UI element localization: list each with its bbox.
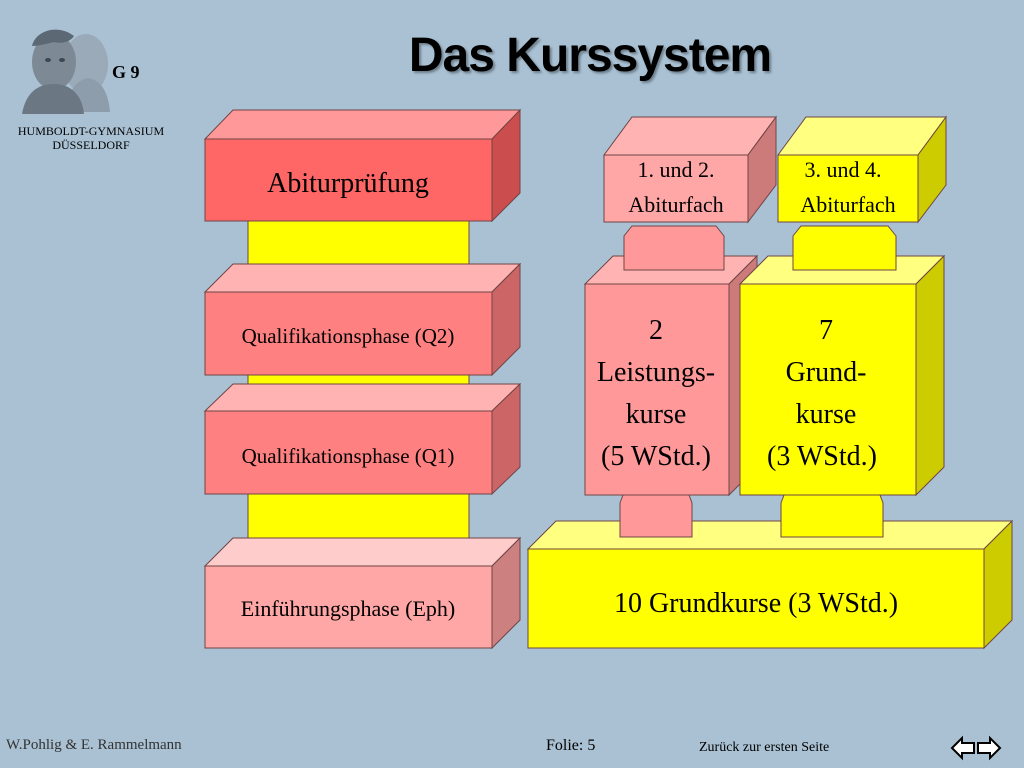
abiturfach-3-4-box xyxy=(777,115,947,224)
ab34-label-line2: Abiturfach xyxy=(800,192,895,217)
gk-label-line3: kurse xyxy=(796,399,857,430)
abitur-label: Abiturprüfung xyxy=(267,168,429,199)
lk-label-line3: kurse xyxy=(626,399,687,430)
ab12-label-line2: Abiturfach xyxy=(628,192,723,217)
q1-label: Qualifikationsphase (Q1) xyxy=(242,444,455,468)
grade-badge: G 9 xyxy=(112,62,140,82)
base-label: 10 Grundkurse (3 WStd.) xyxy=(614,588,898,619)
gk-base-connector xyxy=(780,494,884,538)
school-name-line1: HUMBOLDT-GYMNASIUM xyxy=(17,124,165,138)
footer-authors: W.Pohlig & E. Rammelmann xyxy=(6,737,182,753)
abiturfach-1-2-box xyxy=(603,115,777,224)
q2-box xyxy=(203,262,522,377)
slide-number: Folie: 5 xyxy=(546,737,596,754)
back-to-start-link[interactable]: Zurück zur ersten Seite xyxy=(699,740,830,755)
ab34-label-line1: 3. und 4. xyxy=(805,157,882,182)
lk-label-line4: (5 WStd.) xyxy=(601,441,711,472)
lk-label-line1: 2 xyxy=(649,315,663,346)
ab12-connector xyxy=(623,225,725,271)
school-name: HUMBOLDT-GYMNASIUM DÜSSELDORF xyxy=(8,124,174,152)
humboldt-portrait-logo xyxy=(18,22,112,114)
grundkurse-box xyxy=(738,254,946,497)
page-title: Das Kurssystem xyxy=(408,29,772,82)
ab12-label-line1: 1. und 2. xyxy=(638,157,715,182)
eph-label: Einführungsphase (Eph) xyxy=(241,596,455,621)
base-grundkurse-box xyxy=(526,519,1014,650)
navigation-arrows[interactable] xyxy=(950,733,1002,763)
gk-label-line1: 7 xyxy=(819,315,833,346)
gk-label-line4: (3 WStd.) xyxy=(767,441,877,472)
q1-box xyxy=(203,382,522,496)
gk-label-line2: Grund- xyxy=(786,357,867,388)
arrow-left-icon[interactable] xyxy=(950,735,975,761)
lk-label-line2: Leistungs- xyxy=(597,357,715,388)
eph-box xyxy=(203,536,522,650)
school-name-line2: DÜSSELDORF xyxy=(52,138,130,152)
lk-base-connector xyxy=(619,494,693,538)
ab34-connector xyxy=(792,225,897,271)
q2-label: Qualifikationsphase (Q2) xyxy=(242,324,455,348)
abitur-box xyxy=(203,108,522,223)
arrow-right-icon[interactable] xyxy=(977,735,1002,761)
